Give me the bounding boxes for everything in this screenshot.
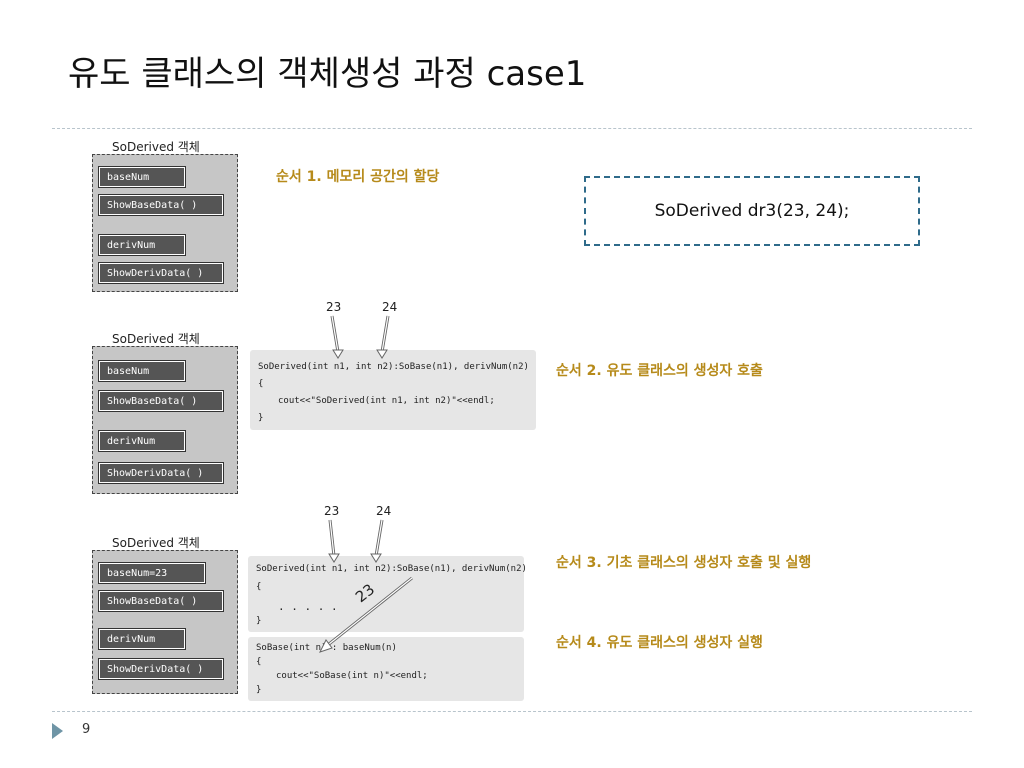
object-box-3: baseNum=23 ShowBaseData( ) derivNum Show… <box>92 550 238 694</box>
arrow-n1-to-sobase <box>319 576 413 653</box>
member-showbasedata: ShowBaseData( ) <box>98 590 224 612</box>
member-basenum: baseNum=23 <box>98 562 206 584</box>
code-line: cout<<"SoDerived(int n1, int n2)"<<endl; <box>278 396 495 406</box>
code-line: { <box>256 657 262 667</box>
slide-title: 유도 클래스의 객체생성 과정 case1 <box>68 54 587 94</box>
member-showderivdata: ShowDerivData( ) <box>98 462 224 484</box>
member-derivnum: derivNum <box>98 430 186 452</box>
member-basenum: baseNum <box>98 360 186 382</box>
code-line: } <box>258 413 264 423</box>
code-line: { <box>256 582 262 592</box>
top-divider <box>52 128 972 129</box>
code-line: } <box>256 616 262 626</box>
code-line: SoDerived(int n1, int n2):SoBase(n1), de… <box>258 362 529 372</box>
code-line: { <box>258 379 264 389</box>
member-basenum: baseNum <box>98 166 186 188</box>
code-line: cout<<"SoBase(int n)"<<endl; <box>276 671 428 681</box>
derived-constructor-code: SoDerived(int n1, int n2):SoBase(n1), de… <box>250 350 536 430</box>
member-derivnum: derivNum <box>98 628 186 650</box>
arg-23: 23 <box>326 300 342 314</box>
bullet-triangle-icon <box>52 723 63 739</box>
code-line: . . . . . <box>278 600 338 613</box>
object-box-2: baseNum ShowBaseData( ) derivNum ShowDer… <box>92 346 238 494</box>
member-showderivdata: ShowDerivData( ) <box>98 658 224 680</box>
arg-24: 24 <box>376 504 392 518</box>
arrow-23-to-n1 <box>328 519 340 563</box>
step-4-label: 순서 4. 유도 클래스의 생성자 실행 <box>556 635 763 651</box>
arg-23: 23 <box>324 504 340 518</box>
object-label: SoDerived 객체 <box>112 536 200 550</box>
object-label: SoDerived 객체 <box>112 332 200 346</box>
member-showderivdata: ShowDerivData( ) <box>98 262 224 284</box>
object-box-1: baseNum ShowBaseData( ) derivNum ShowDer… <box>92 154 238 292</box>
arrow-24-to-n2 <box>376 315 390 359</box>
declaration-callout: SoDerived dr3(23, 24); <box>584 176 920 246</box>
page-number: 9 <box>82 722 91 737</box>
object-label: SoDerived 객체 <box>112 140 200 154</box>
step-2-label: 순서 2. 유도 클래스의 생성자 호출 <box>556 363 763 379</box>
arrow-24-to-n2 <box>370 519 384 563</box>
bottom-divider <box>52 711 972 712</box>
member-showbasedata: ShowBaseData( ) <box>98 194 224 216</box>
arrow-23-to-n1 <box>330 315 344 359</box>
code-line: SoDerived(int n1, int n2):SoBase(n1), de… <box>256 564 527 574</box>
member-showbasedata: ShowBaseData( ) <box>98 390 224 412</box>
step-1-label: 순서 1. 메모리 공간의 할당 <box>276 169 440 185</box>
derived-constructor-code: SoDerived(int n1, int n2):SoBase(n1), de… <box>248 556 527 632</box>
code-line: } <box>256 685 262 695</box>
arg-24: 24 <box>382 300 398 314</box>
member-derivnum: derivNum <box>98 234 186 256</box>
step-3-label: 순서 3. 기초 클래스의 생성자 호출 및 실행 <box>556 555 812 571</box>
